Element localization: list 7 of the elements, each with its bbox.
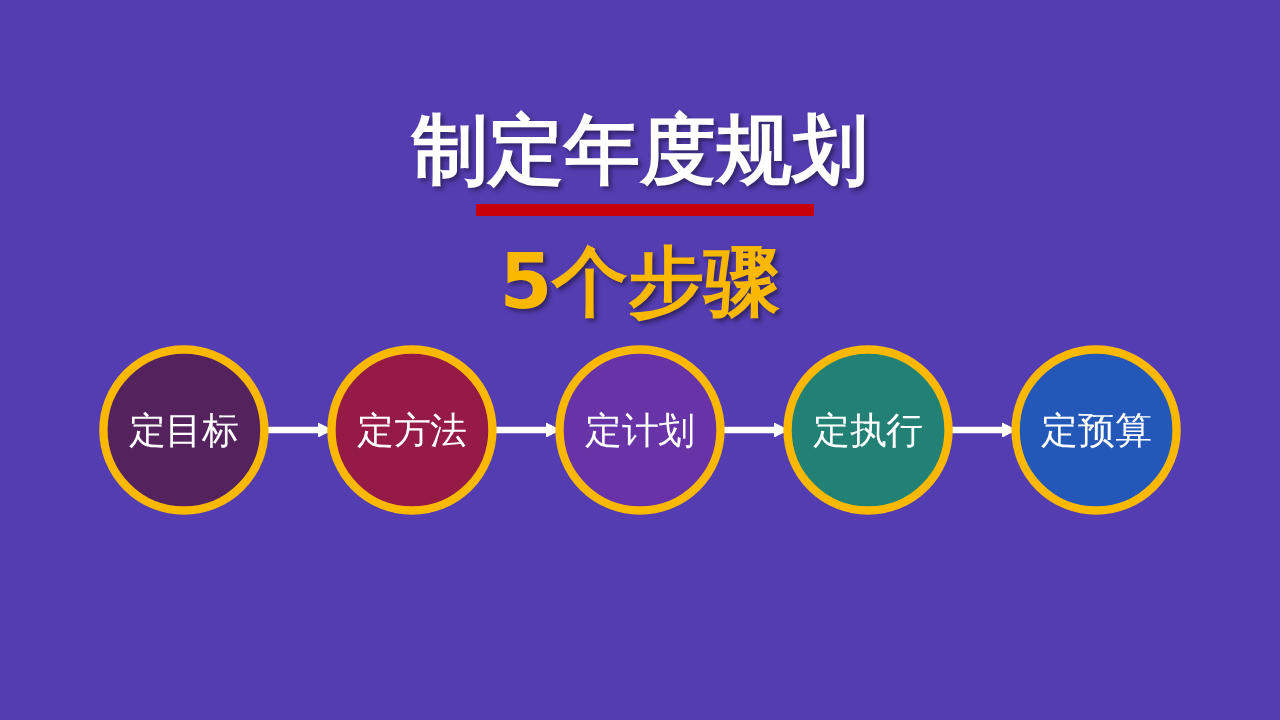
subtitle-text: 5个步骤 [499,237,781,326]
step-circle: 定方法 [327,345,497,515]
step-circle: 定计划 [555,345,725,515]
step-circle: 定执行 [783,345,953,515]
title-text: 制定年度规划 [412,105,868,194]
step-circle: 定预算 [1011,345,1181,515]
step-circle: 定目标 [99,345,269,515]
